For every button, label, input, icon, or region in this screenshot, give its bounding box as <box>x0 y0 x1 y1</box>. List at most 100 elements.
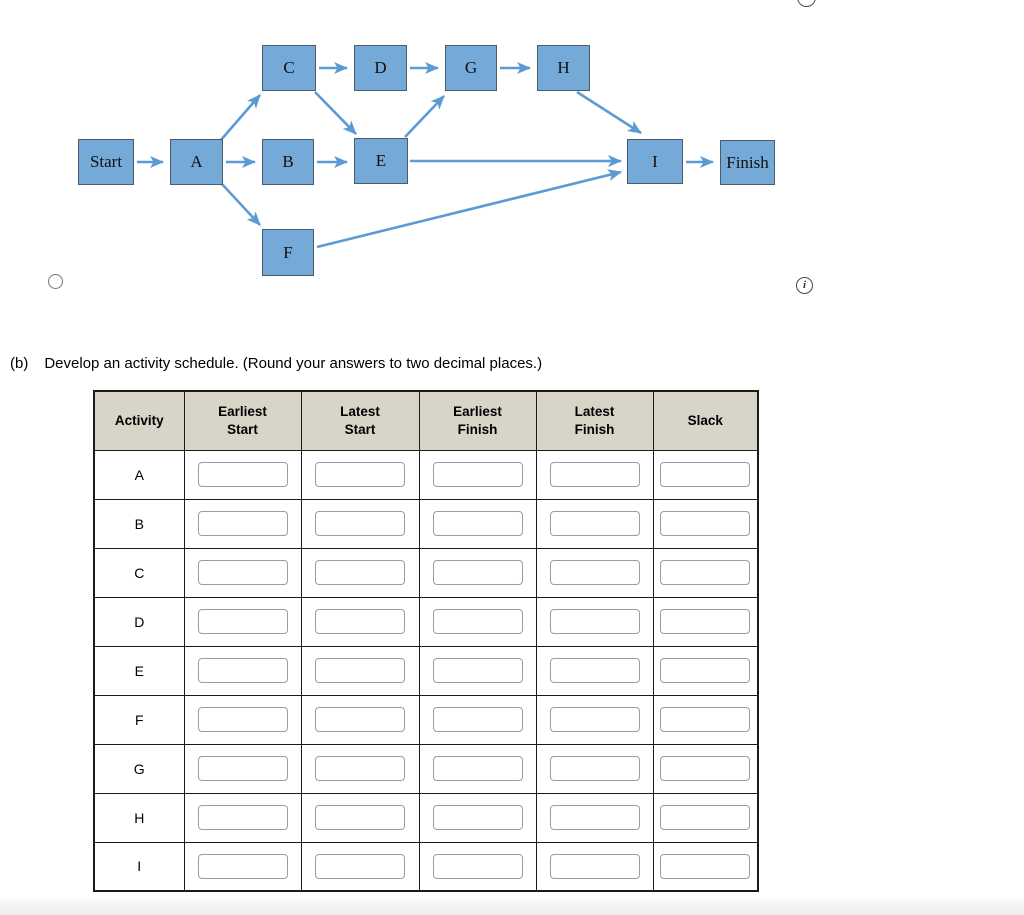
table-cell <box>535 743 654 794</box>
table-cell <box>418 449 537 500</box>
input-d-earliest-start[interactable] <box>197 609 288 634</box>
input-a-earliest-finish[interactable] <box>432 462 523 487</box>
node-finish: Finish <box>720 140 775 185</box>
answer-choice-radio[interactable] <box>48 274 63 289</box>
input-h-latest-finish[interactable] <box>549 805 640 830</box>
activity-label: E <box>93 645 185 696</box>
input-i-earliest-start[interactable] <box>197 853 288 879</box>
table-cell <box>300 596 420 647</box>
input-c-slack[interactable] <box>660 560 751 585</box>
table-cell <box>535 498 654 549</box>
input-d-earliest-finish[interactable] <box>432 609 523 634</box>
input-g-latest-finish[interactable] <box>549 756 640 781</box>
page-bottom-edge <box>0 897 1024 915</box>
input-b-earliest-start[interactable] <box>197 511 288 536</box>
table-cell <box>183 743 302 794</box>
input-f-latest-finish[interactable] <box>549 707 640 732</box>
input-c-latest-finish[interactable] <box>549 560 640 585</box>
node-d: D <box>354 45 407 91</box>
input-a-earliest-start[interactable] <box>197 462 288 487</box>
table-cell <box>652 645 759 696</box>
input-h-latest-start[interactable] <box>315 805 405 830</box>
input-b-earliest-finish[interactable] <box>432 511 523 536</box>
table-cell <box>300 645 420 696</box>
header-slack: Slack <box>652 390 759 451</box>
info-icon[interactable]: i <box>797 0 816 7</box>
header-earliest-start: Earliest Start <box>183 390 302 451</box>
table-cell <box>652 694 759 745</box>
table-cell <box>652 841 759 892</box>
part-b-label: (b) <box>10 355 29 372</box>
table-cell <box>652 498 759 549</box>
input-c-latest-start[interactable] <box>315 560 405 585</box>
table-cell <box>418 645 537 696</box>
input-e-latest-finish[interactable] <box>549 658 640 683</box>
input-e-slack[interactable] <box>660 658 751 683</box>
table-cell <box>183 841 302 892</box>
input-f-slack[interactable] <box>660 707 751 732</box>
input-i-latest-start[interactable] <box>315 853 405 879</box>
table-cell <box>300 792 420 843</box>
table-cell <box>535 449 654 500</box>
table-row: D <box>93 596 759 647</box>
input-f-earliest-finish[interactable] <box>432 707 523 732</box>
input-a-slack[interactable] <box>660 462 751 487</box>
input-e-earliest-start[interactable] <box>197 658 288 683</box>
input-i-latest-finish[interactable] <box>549 853 640 879</box>
table-cell <box>535 792 654 843</box>
input-h-earliest-start[interactable] <box>197 805 288 830</box>
node-h: H <box>537 45 590 91</box>
table-cell <box>418 743 537 794</box>
input-d-latest-start[interactable] <box>315 609 405 634</box>
input-i-earliest-finish[interactable] <box>432 853 523 879</box>
network-diagram-edges <box>137 62 714 249</box>
node-e: E <box>354 138 408 184</box>
table-row: F <box>93 694 759 745</box>
input-e-earliest-finish[interactable] <box>432 658 523 683</box>
input-g-earliest-start[interactable] <box>197 756 288 781</box>
edge-a-f <box>220 182 261 226</box>
table-cell <box>652 743 759 794</box>
header-earliest-finish: Earliest Finish <box>418 390 537 451</box>
input-b-latest-finish[interactable] <box>549 511 640 536</box>
node-g: G <box>445 45 497 91</box>
input-i-slack[interactable] <box>660 853 751 879</box>
edge-h-i <box>576 90 642 135</box>
activity-label: C <box>93 547 185 598</box>
input-c-earliest-start[interactable] <box>197 560 288 585</box>
input-a-latest-start[interactable] <box>315 462 405 487</box>
activity-label: I <box>93 841 185 892</box>
input-f-latest-start[interactable] <box>315 707 405 732</box>
node-i: I <box>627 139 683 184</box>
table-cell <box>183 596 302 647</box>
input-c-earliest-finish[interactable] <box>432 560 523 585</box>
info-icon[interactable]: i <box>796 277 813 294</box>
input-e-latest-start[interactable] <box>315 658 405 683</box>
table-row: C <box>93 547 759 598</box>
input-b-latest-start[interactable] <box>315 511 405 536</box>
input-h-earliest-finish[interactable] <box>432 805 523 830</box>
input-f-earliest-start[interactable] <box>197 707 288 732</box>
table-cell <box>183 694 302 745</box>
input-h-slack[interactable] <box>660 805 751 830</box>
activity-label: B <box>93 498 185 549</box>
table-cell <box>300 498 420 549</box>
table-row: G <box>93 743 759 794</box>
table-cell <box>300 547 420 598</box>
table-cell <box>652 449 759 500</box>
input-a-latest-finish[interactable] <box>549 462 640 487</box>
input-d-latest-finish[interactable] <box>549 609 640 634</box>
table-cell <box>535 694 654 745</box>
table-cell <box>418 694 537 745</box>
input-g-latest-start[interactable] <box>315 756 405 781</box>
table-header-row: Activity Earliest Start Latest Start Ear… <box>93 390 759 451</box>
table-row: A <box>93 449 759 500</box>
input-b-slack[interactable] <box>660 511 751 536</box>
table-cell <box>183 498 302 549</box>
input-d-slack[interactable] <box>660 609 751 634</box>
input-g-earliest-finish[interactable] <box>432 756 523 781</box>
input-g-slack[interactable] <box>660 756 751 781</box>
node-b: B <box>262 139 314 185</box>
